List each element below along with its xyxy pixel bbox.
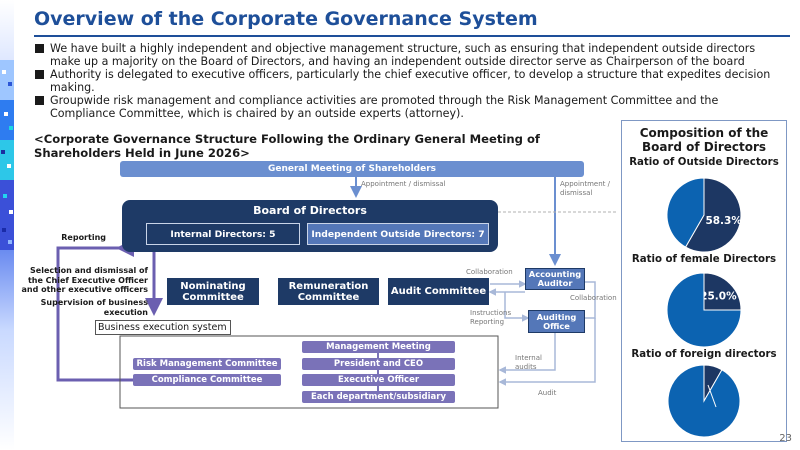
- pie-data-label: 25.0%: [700, 291, 737, 303]
- accounting-auditor-box: Accounting Auditor: [525, 268, 585, 290]
- audit-committee-box: Audit Committee: [388, 278, 489, 305]
- selection-dismissal-label: Selection and dismissal of the Chief Exe…: [21, 266, 148, 294]
- remuneration-committee-box: Remuneration Committee: [278, 278, 379, 305]
- bullet-item: We have built a highly independent and o…: [34, 42, 786, 68]
- pie-slice-remainder: [666, 272, 742, 348]
- president-ceo-bar: President and CEO: [302, 358, 455, 370]
- risk-management-committee-bar: Risk Management Committee: [133, 358, 281, 370]
- pie-slice-highlight: [684, 177, 742, 253]
- each-department-bar: Each department/subsidiary: [302, 391, 455, 403]
- compliance-committee-bar: Compliance Committee: [133, 374, 281, 386]
- pie-slice-remainder: [666, 177, 705, 248]
- board-title: Board of Directors: [253, 204, 367, 217]
- internal-audits-label: Internal audits: [515, 354, 542, 371]
- pie-slice-remainder: [667, 364, 741, 438]
- internal-directors-box: Internal Directors: 5: [146, 223, 300, 245]
- bullet-square-icon: [35, 70, 44, 79]
- pie-chart-foreign-directors: 8.3%: [667, 364, 741, 438]
- pie-title-outside: Ratio of Outside Directors: [629, 157, 779, 168]
- management-meeting-bar: Management Meeting: [302, 341, 455, 353]
- auditing-office-box: Auditing Office: [528, 310, 585, 333]
- general-meeting-bar: General Meeting of Shareholders: [120, 161, 584, 177]
- structure-heading: <Corporate Governance Structure Followin…: [34, 132, 540, 160]
- pie-title-female: Ratio of female Directors: [631, 254, 777, 265]
- appointment-label-right: Appointment / dismissal: [560, 180, 610, 197]
- reporting-label: Reporting: [61, 233, 106, 242]
- bullet-list: We have built a highly independent and o…: [34, 42, 786, 120]
- bullet-square-icon: [35, 96, 44, 105]
- collaboration-label-1: Collaboration: [466, 268, 513, 276]
- supervision-label: Supervision of business execution: [40, 298, 148, 317]
- title-underline: [34, 35, 790, 37]
- pie-chart-outside-directors: 58.3%: [666, 177, 742, 253]
- composition-title: Composition of the Board of Directors: [639, 126, 769, 154]
- bullet-item: Authority is delegated to executive offi…: [34, 68, 786, 94]
- instructions-reporting-label: Instructions Reporting: [470, 309, 512, 326]
- pie-leader-line: [707, 384, 717, 408]
- bullet-square-icon: [35, 44, 44, 53]
- pie-title-foreign: Ratio of foreign directors: [631, 349, 777, 360]
- pie-chart-female-directors: 25.0%: [666, 272, 742, 348]
- outside-directors-box: Independent Outside Directors: 7: [307, 223, 489, 245]
- bullet-item: Groupwide risk management and compliance…: [34, 94, 786, 120]
- nominating-committee-box: Nominating Committee: [167, 278, 259, 305]
- executive-officer-bar: Executive Officer: [302, 374, 455, 386]
- pie-data-label: 58.3%: [705, 215, 742, 227]
- business-execution-label: Business execution system: [95, 320, 231, 335]
- appointment-label-left: Appointment / dismissal: [361, 180, 446, 188]
- pie-slice-highlight: [703, 272, 742, 311]
- left-decorative-strip: [0, 0, 14, 450]
- collaboration-label-2: Collaboration: [570, 294, 617, 302]
- page-number: 23: [779, 433, 792, 444]
- page-title: Overview of the Corporate Governance Sys…: [34, 8, 538, 30]
- audit-label: Audit: [538, 389, 557, 397]
